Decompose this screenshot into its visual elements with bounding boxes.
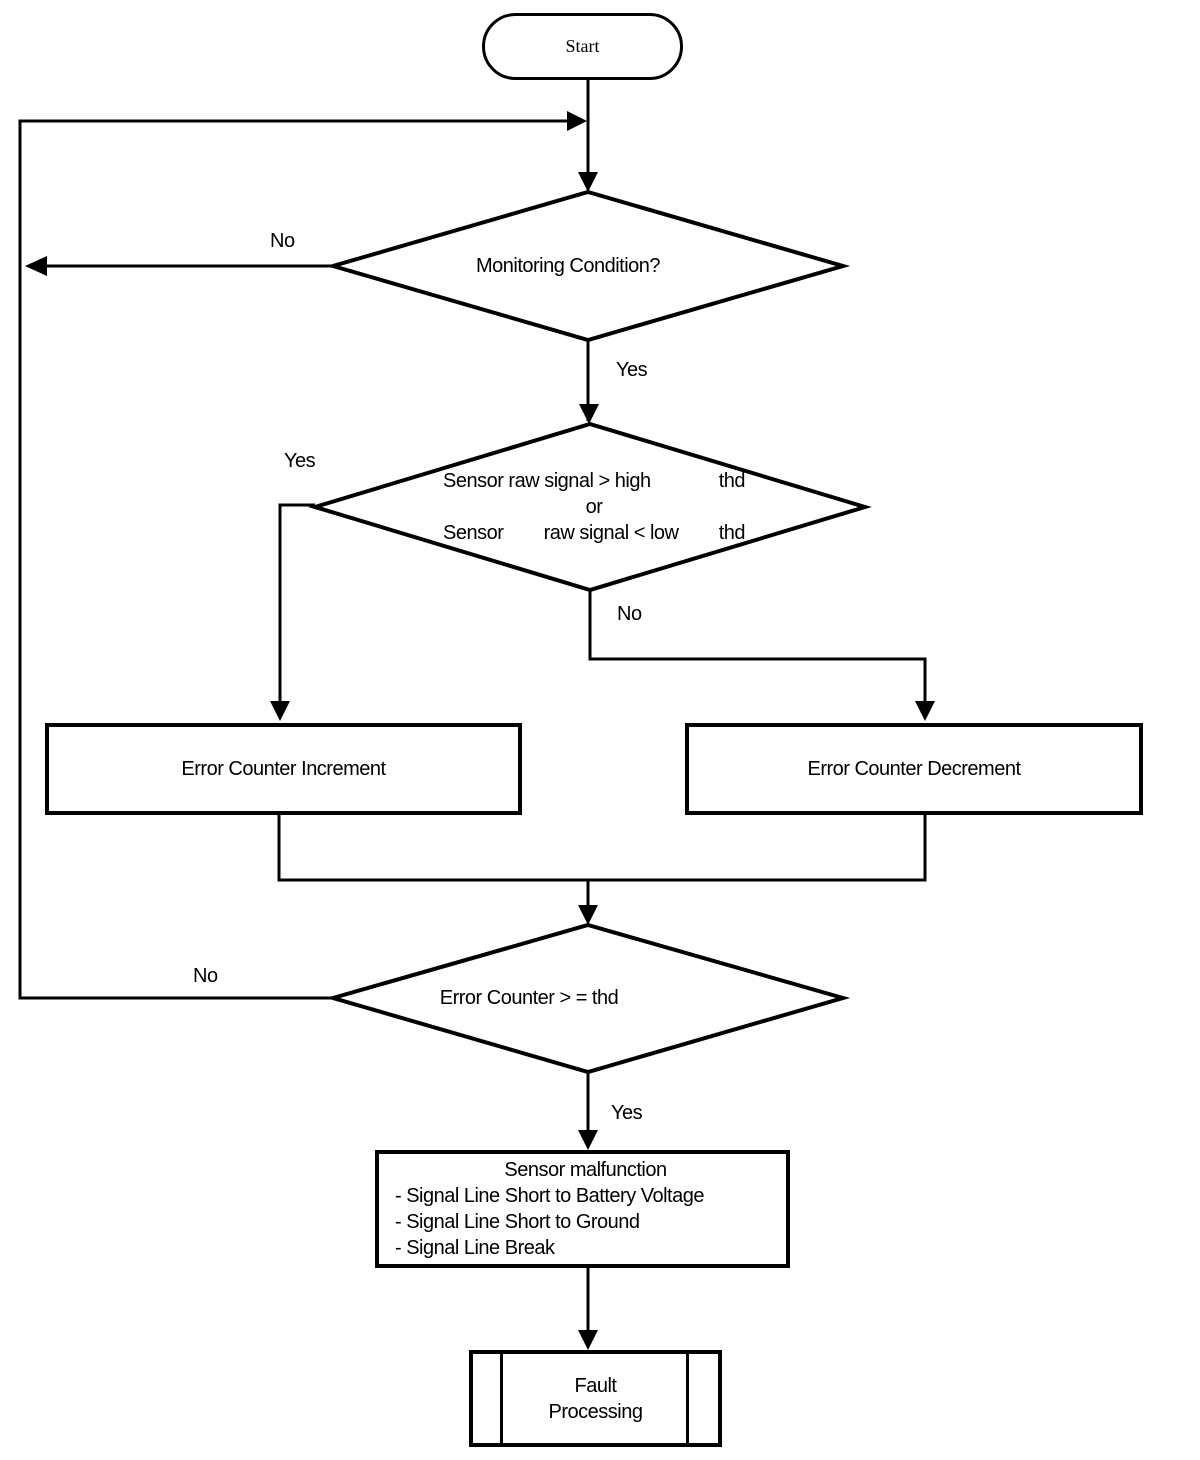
edge-label-counter-yes: Yes (611, 1102, 643, 1124)
error-counter-increment-label: Error Counter Increment (181, 758, 386, 780)
signal-line3-sensor: Sensor (443, 522, 504, 544)
signal-decision-line3: Sensor raw signal < low thd (443, 520, 746, 546)
signal-line1-text: Sensor raw signal > high (443, 470, 651, 492)
monitoring-decision-label: Monitoring Condition? (475, 255, 661, 277)
sensor-malfunction-item: - Signal Line Short to Battery Voltage (395, 1185, 704, 1207)
arrowhead-into-increment (270, 701, 290, 721)
error-counter-decrement-box: Error Counter Decrement (685, 723, 1143, 815)
arrowhead-into-counter (578, 905, 598, 925)
connector-signal-yes (278, 503, 315, 718)
sensor-malfunction-item: - Signal Line Break (395, 1237, 555, 1259)
fault-box-inner-left-line (500, 1354, 503, 1443)
arrowhead-monitoring-no (25, 256, 47, 276)
edge-label-counter-no: No (193, 965, 218, 987)
edge-label-monitoring-yes: Yes (616, 359, 648, 381)
fault-processing-box: Fault Processing (469, 1350, 722, 1447)
start-node: Start (482, 13, 683, 80)
error-counter-decrement-label: Error Counter Decrement (807, 758, 1021, 780)
connector-feedback-loop (18, 119, 568, 1000)
signal-decision-line1: Sensor raw signal > high thd (443, 468, 746, 494)
counter-decision-label: Error Counter > = thd (439, 987, 619, 1009)
arrowhead-into-decrement (915, 701, 935, 721)
connector-signal-no (588, 588, 927, 718)
signal-decision-label: Sensor raw signal > high thd or Sensor r… (443, 468, 746, 546)
signal-line3-text: raw signal < low (543, 522, 679, 544)
edge-label-monitoring-no: No (270, 230, 295, 252)
arrowhead-into-signal (579, 404, 599, 424)
sensor-malfunction-box: Sensor malfunction - Signal Line Short t… (375, 1150, 790, 1268)
fault-processing-label-line1: Fault (574, 1374, 617, 1397)
connector-merge (277, 815, 927, 882)
arrowhead-into-malfunction (578, 1130, 598, 1150)
fault-processing-label-line2: Processing (548, 1400, 643, 1423)
fault-box-inner-right-line (686, 1354, 689, 1443)
edge-label-signal-yes: Yes (284, 450, 316, 472)
sensor-malfunction-title: Sensor malfunction (504, 1159, 667, 1181)
error-counter-increment-box: Error Counter Increment (45, 723, 522, 815)
edge-label-signal-no: No (617, 603, 642, 625)
arrowhead-into-monitoring (578, 172, 598, 192)
arrowhead-into-fault (578, 1330, 598, 1350)
arrowhead-feedback-join (567, 111, 587, 131)
sensor-malfunction-item: - Signal Line Short to Ground (395, 1211, 640, 1233)
signal-decision-line2: or (585, 496, 603, 518)
signal-line1-thd: thd (718, 470, 746, 492)
signal-line3-thd: thd (718, 522, 746, 544)
start-label: Start (565, 36, 600, 56)
